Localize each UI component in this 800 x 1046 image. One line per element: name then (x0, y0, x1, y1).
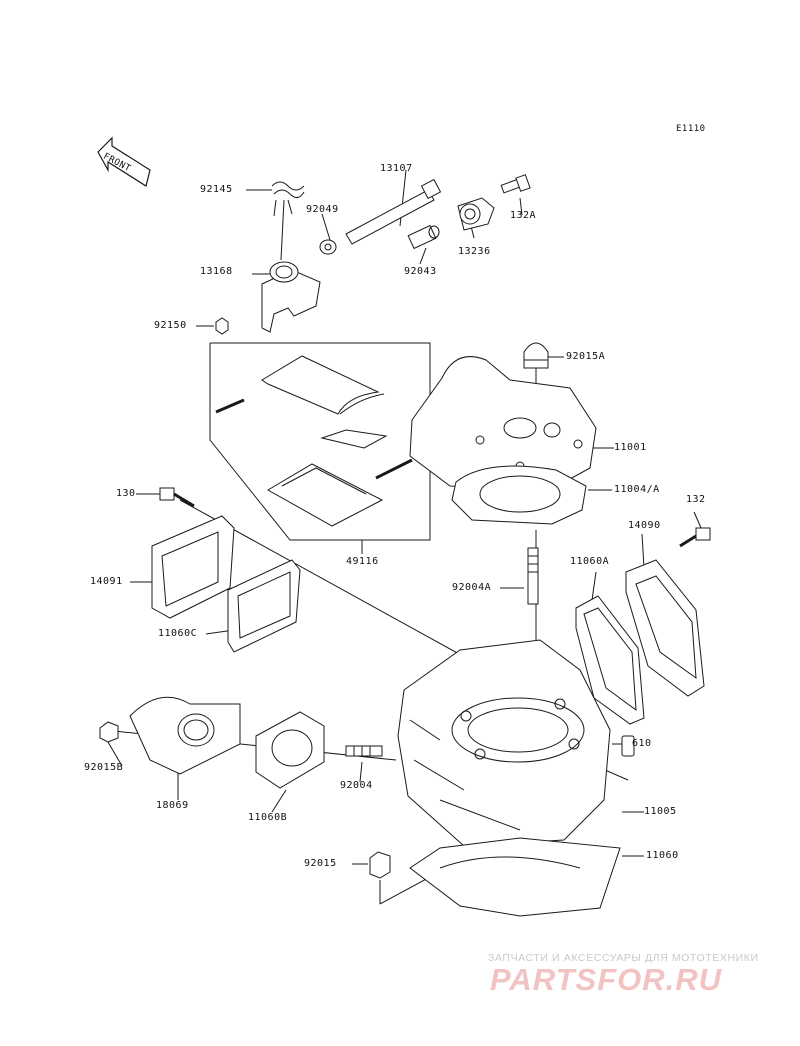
part-92150 (215, 317, 229, 335)
watermark-tagline: ЗАПЧАСТИ И АКСЕССУАРЫ ДЛЯ МОТОТЕХНИКИ (488, 952, 759, 964)
label-13236: 13236 (458, 246, 491, 257)
front-arrow-icon (97, 136, 151, 187)
part-13236 (457, 197, 495, 231)
part-14091 (151, 515, 235, 619)
label-132: 132 (686, 494, 706, 505)
part-49116 (215, 355, 413, 527)
label-130: 130 (116, 488, 136, 499)
part-92015A (523, 342, 549, 369)
label-92043: 92043 (404, 266, 437, 277)
watermark-logo: PARTSFOR.RU (490, 962, 723, 997)
front-arrow: FRONT (92, 140, 154, 190)
part-18069 (129, 696, 241, 775)
part-130 (159, 487, 195, 508)
label-92015: 92015 (304, 858, 337, 869)
label-14090: 14090 (628, 520, 661, 531)
label-92004A: 92004A (452, 582, 492, 593)
part-132A (500, 174, 531, 194)
label-610: 610 (632, 738, 652, 749)
label-92049: 92049 (306, 204, 339, 215)
part-11060C (227, 559, 301, 653)
part-92004A (527, 547, 539, 605)
part-13168 (261, 261, 321, 333)
part-92049 (319, 239, 337, 255)
part-11060 (409, 837, 621, 917)
label-11060: 11060 (646, 850, 679, 861)
part-92015B (99, 721, 119, 743)
label-92004: 92004 (340, 780, 373, 791)
part-11060B (255, 711, 325, 789)
label-11060C: 11060C (158, 628, 198, 639)
label-11060B: 11060B (248, 812, 288, 823)
part-132 (679, 527, 711, 548)
label-13168: 13168 (200, 266, 233, 277)
label-11005: 11005 (644, 806, 677, 817)
label-14091: 14091 (90, 576, 123, 587)
label-92015A: 92015A (566, 351, 606, 362)
part-11060A (575, 595, 645, 725)
part-14090 (625, 559, 705, 697)
part-92004 (345, 745, 383, 757)
part-92015 (369, 851, 391, 879)
front-label: FRONT (101, 151, 133, 175)
label-13107: 13107 (380, 163, 413, 174)
part-610 (621, 735, 635, 757)
label-11004A: 11004/A (614, 484, 660, 495)
diagram-code: E1110 (676, 124, 706, 134)
part-92145 (271, 181, 305, 217)
part-13107 (345, 178, 442, 245)
label-92150: 92150 (154, 320, 187, 331)
label-11060A: 11060A (570, 556, 610, 567)
label-49116: 49116 (346, 556, 379, 567)
label-92145: 92145 (200, 184, 233, 195)
label-132A: 132A (510, 210, 537, 221)
part-11005 (397, 639, 611, 847)
part-11004A (451, 465, 587, 525)
inset-box (209, 342, 431, 541)
label-92015B: 92015B (84, 762, 124, 773)
label-11001: 11001 (614, 442, 647, 453)
label-18069: 18069 (156, 800, 189, 811)
part-92043 (407, 224, 440, 250)
